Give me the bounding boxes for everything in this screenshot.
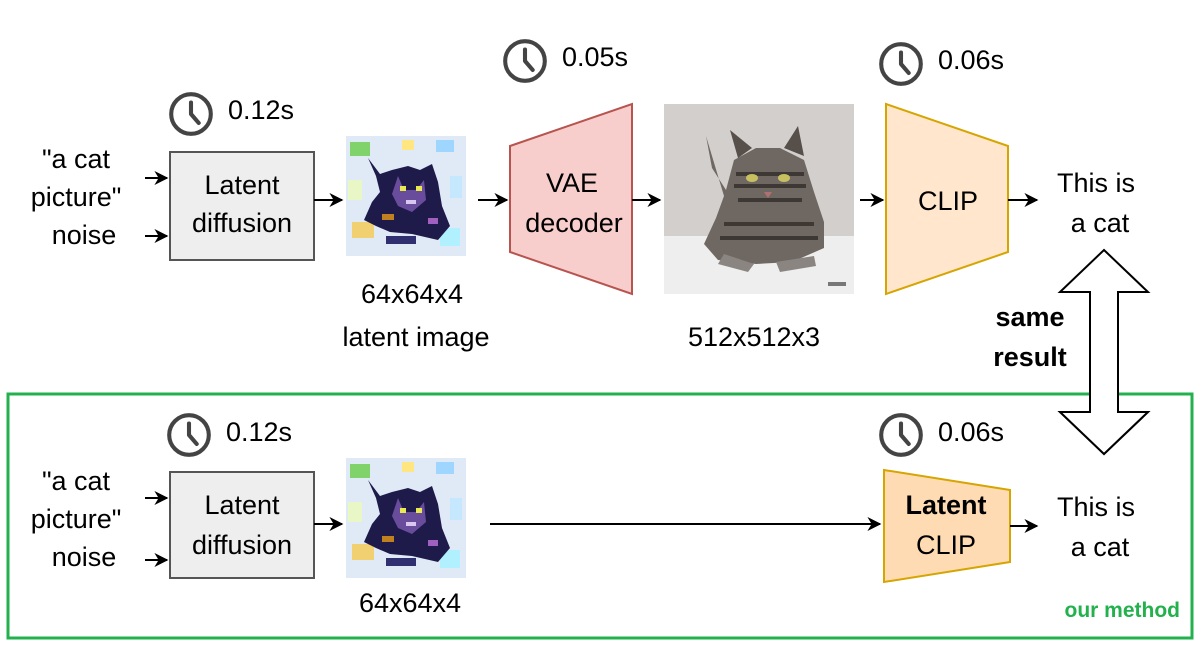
bottom-latent-diffusion-box [169,471,315,579]
vae-decoder-shape [509,102,633,296]
top-latent-caption-1: 64x64x4 [361,279,463,309]
vae-label-2: decoder [525,208,623,238]
bottom-diffusion-label-2: diffusion [192,530,292,560]
bottom-latent-caption: 64x64x4 [359,588,461,618]
bottom-prompt-line-2: picture" [31,504,122,534]
same-result-label-2: result [993,342,1067,372]
vae-clock-icon [505,41,545,81]
our-method-frame [6,392,1194,640]
top-pipeline: "a cat picture" noise 0.12s Latent diffu… [31,41,1135,352]
decoded-image-caption: 512x512x3 [688,322,820,352]
bottom-diffusion-label-1: Latent [204,490,280,520]
latent-clip-shape [883,468,1011,584]
top-diffusion-clock-icon [171,94,211,134]
decoded-cat-image [664,104,854,294]
bottom-input-prompt: "a cat picture" [31,466,122,534]
top-latent-image [346,136,466,256]
latent-clip-time: 0.06s [938,417,1004,447]
top-input-prompt: "a cat picture" [31,144,122,212]
clip-label: CLIP [918,186,978,216]
bottom-output-line-2: a cat [1071,532,1130,562]
top-output-line-1: This is [1057,168,1135,198]
bottom-diffusion-time: 0.12s [226,417,292,447]
bottom-output-line-1: This is [1057,492,1135,522]
top-input-noise: noise [52,220,117,250]
top-prompt-line-1: "a cat [42,144,111,174]
top-latent-diffusion-box [169,151,315,261]
top-prompt-line-2: picture" [31,182,122,212]
top-diffusion-label-1: Latent [204,170,280,200]
double-arrow-overlay [1060,392,1148,454]
latent-clip-label-1: Latent [906,490,987,520]
same-result-comparison: same result [993,248,1151,456]
top-latent-caption-2: latent image [342,322,489,352]
vae-time: 0.05s [562,42,628,72]
clip-time: 0.06s [938,45,1004,75]
top-output-line-2: a cat [1071,208,1130,238]
same-result-label-1: same [995,302,1064,332]
latent-clip-clock-icon [881,415,921,455]
clip-clock-icon [881,44,921,84]
bottom-pipeline: "a cat picture" noise 0.12s Latent diffu… [6,390,1194,640]
bottom-latent-image [346,458,466,578]
bottom-input-noise: noise [52,542,117,572]
bottom-prompt-line-1: "a cat [42,466,111,496]
double-arrow-overlay-outline [1057,390,1151,456]
top-diffusion-label-2: diffusion [192,208,292,238]
vae-label-1: VAE [546,168,598,198]
top-diffusion-time: 0.12s [228,95,294,125]
our-method-label: our method [1065,599,1181,622]
bottom-diffusion-clock-icon [169,415,209,455]
clip-shape [885,102,1009,296]
latent-clip-label-2: CLIP [916,530,976,560]
